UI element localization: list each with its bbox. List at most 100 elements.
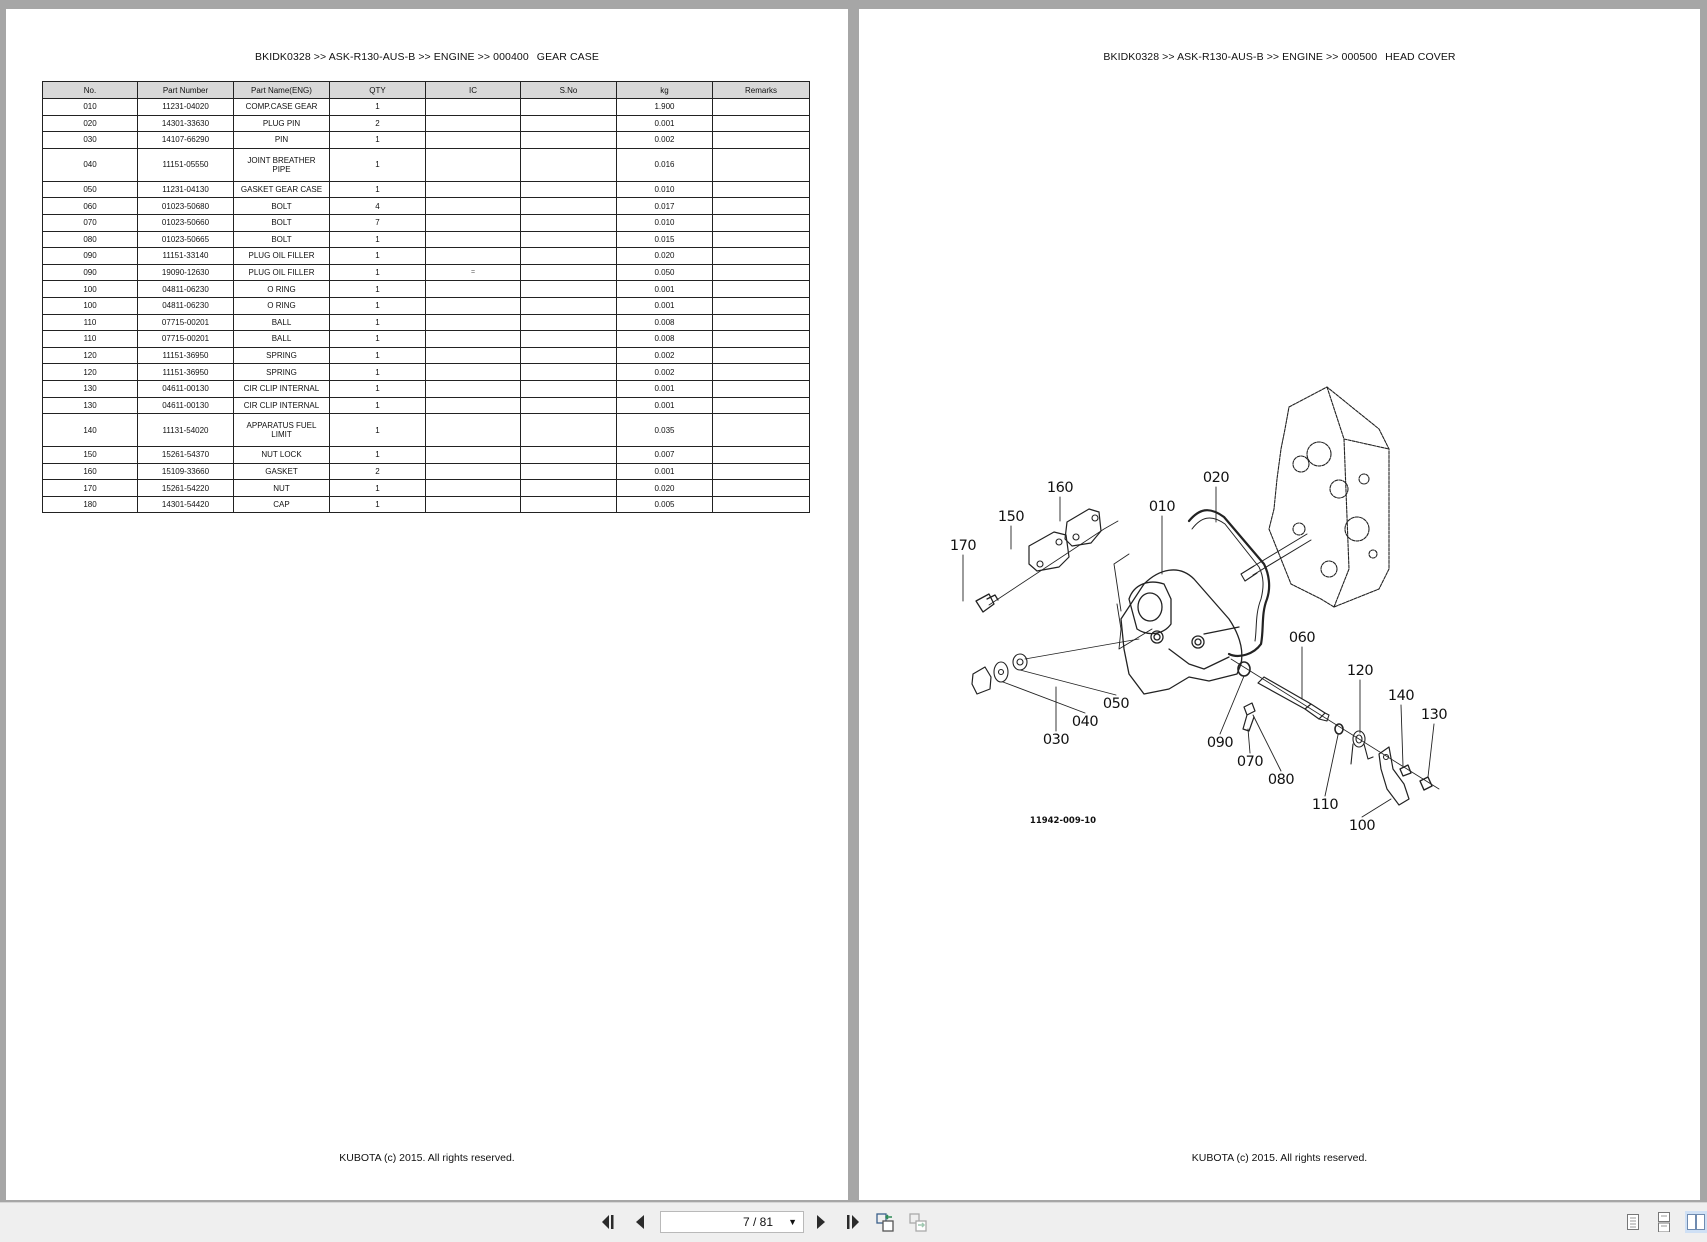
callout-label-170: 170 [949,538,977,554]
cell-qty: 2 [329,114,426,133]
cell-remarks [712,296,810,315]
cell-part-number: 15261-54220 [137,479,234,497]
cell-ic [425,197,521,215]
cell-part-number: 15261-54370 [137,446,234,464]
cell-sno [520,495,617,514]
page-indicator: 7 / 81 [742,1215,773,1229]
cell-kg: 0.016 [616,147,713,182]
parts-table: No. Part Number Part Name(ENG) QTY IC S.… [42,81,810,514]
cell-no: 050 [42,180,138,199]
cell-no: 180 [42,495,138,514]
callout-label-140: 140 [1387,688,1415,704]
cell-ic [425,396,521,415]
go-forward-view-button[interactable] [908,1211,930,1233]
cell-part-name: GASKET [233,462,330,481]
head-cover-drawing [1120,569,1243,695]
cell-part-name: CIR CLIP INTERNAL [233,379,330,398]
cell-remarks [712,379,810,398]
cell-no: 160 [42,462,138,481]
go-back-view-button[interactable] [875,1211,897,1233]
cell-ic [425,230,521,249]
callout-label-080: 080 [1267,772,1295,788]
callout-label-010: 010 [1148,499,1176,515]
cell-qty: 1 [329,230,426,249]
table-header-row: No. Part Number Part Name(ENG) QTY IC S.… [42,81,810,99]
left-page: BKIDK0328 >> ASK-R130-AUS-B >> ENGINE >>… [6,9,848,1200]
page-number-dropdown[interactable]: 7 / 81 ▼ [660,1211,804,1233]
two-page-view-button[interactable] [1685,1211,1707,1233]
cell-sno [520,230,617,249]
cell-sno [520,479,617,497]
cell-sno [520,296,617,315]
cell-part-number: 11151-36950 [137,363,234,381]
next-page-button[interactable] [810,1211,832,1233]
cell-kg: 0.008 [616,313,713,332]
cell-part-name: SPRING [233,363,330,381]
cell-ic [425,213,521,232]
cell-remarks [712,230,810,249]
cell-ic [425,413,521,448]
cell-remarks [712,313,810,332]
breadcrumb: BKIDK0328 >> ASK-R130-AUS-B >> ENGINE >>… [6,51,848,63]
cell-part-name: GASKET GEAR CASE [233,180,330,199]
callout-label-040: 040 [1071,714,1099,730]
last-page-button[interactable] [841,1211,863,1233]
cell-qty: 1 [329,247,426,265]
cell-no: 070 [42,213,138,232]
cell-part-name: BOLT [233,197,330,215]
cell-kg: 0.017 [616,197,713,215]
cell-remarks [712,131,810,149]
cell-qty: 1 [329,396,426,415]
cell-no: 110 [42,313,138,332]
cell-sno [520,462,617,481]
cell-no: 040 [42,147,138,182]
cell-kg: 0.007 [616,446,713,464]
cell-ic [425,114,521,133]
cell-kg: 0.001 [616,114,713,133]
cell-qty: 1 [329,263,426,282]
cell-part-number: 04611-00130 [137,379,234,398]
cell-sno [520,413,617,448]
cell-part-number: 01023-50665 [137,230,234,249]
cell-kg: 0.002 [616,131,713,149]
cell-remarks [712,363,810,381]
figure-code: 11942-009-10 [1029,816,1097,826]
cell-part-name: O RING [233,280,330,298]
single-page-view-button[interactable] [1622,1211,1644,1233]
cell-kg: 0.050 [616,263,713,282]
cell-ic [425,296,521,315]
cell-part-number: 11231-04130 [137,180,234,199]
cell-ic [425,131,521,149]
breadcrumb: BKIDK0328 >> ASK-R130-AUS-B >> ENGINE >>… [859,51,1700,63]
cell-remarks [712,213,810,232]
cell-qty: 4 [329,197,426,215]
chevron-down-icon: ▼ [788,1217,797,1227]
continuous-view-button[interactable] [1653,1211,1675,1233]
cell-remarks [712,396,810,415]
cell-qty: 1 [329,495,426,514]
cell-sno [520,379,617,398]
cell-sno [520,280,617,298]
previous-page-button[interactable] [629,1211,651,1233]
cell-part-number: 14301-54420 [137,495,234,514]
first-page-button[interactable] [598,1211,620,1233]
go-forward-view-icon [909,1213,927,1232]
cell-remarks [712,330,810,348]
cell-qty: 1 [329,446,426,464]
cell-part-name: BALL [233,330,330,348]
cell-no: 010 [42,98,138,116]
cell-ic [425,495,521,514]
cell-ic [425,479,521,497]
cell-sno [520,114,617,133]
header-ic: IC [425,81,521,99]
cell-part-name: NUT [233,479,330,497]
cell-ic [425,247,521,265]
cell-remarks [712,197,810,215]
cell-no: 080 [42,230,138,249]
cell-part-number: 14301-33630 [137,114,234,133]
cell-qty: 2 [329,462,426,481]
